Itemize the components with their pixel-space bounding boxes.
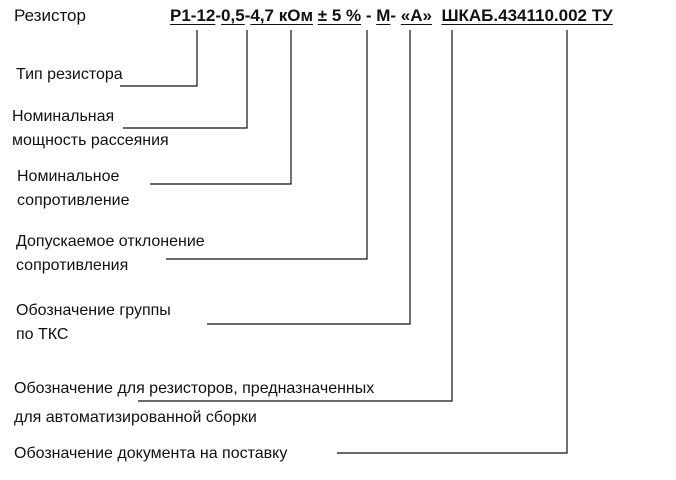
code-separator: - [244,6,251,25]
callout-tcr-group: Обозначение группы по ТКС [16,299,171,347]
callout-document: Обозначение документа на поставку [14,442,287,466]
callout-line: Допускаемое отклонение [16,233,205,250]
callout-line: сопротивление [17,192,130,209]
code-segment-document: ШКАБ.434110.002 ТУ [441,6,613,25]
resistor-designation-code: Р1-12-0,5-4,7 кОм ± 5 % - М- «А» ШКАБ.43… [170,6,613,26]
callout-line: мощность рассеяния [12,132,169,149]
callout-assembly: Обозначение для резисторов, предназначен… [14,374,374,432]
callout-line: Обозначение группы [16,302,171,319]
connector-type [120,30,198,87]
callout-line: Номинальная [12,108,115,125]
callout-power: Номинальная мощность рассеяния [12,105,169,153]
code-separator: - [390,6,401,25]
code-segment-power: 0,5 [221,6,245,25]
diagram-title: Резистор [14,6,86,25]
code-segment-assembly: «А» [400,6,432,25]
callout-line: для автоматизированной сборки [14,409,257,426]
callout-type: Тип резистора [16,63,123,87]
callout-line: Обозначение для резисторов, предназначен… [14,380,375,397]
code-segment-tolerance: ± 5 % [317,6,362,25]
code-separator: - [215,6,222,25]
connector-tcr-group [207,30,411,325]
callout-line: Обозначение документа на поставку [14,445,288,462]
callout-line: Номинальное [17,168,120,185]
connector-tolerance [166,30,368,260]
code-separator: - [361,6,377,25]
connector-resistance [150,30,292,185]
connector-assembly [138,30,453,402]
callout-line: Тип резистора [16,66,123,83]
code-segment-resistance: 4,7 кОм [250,6,314,25]
callout-line: сопротивления [16,257,129,274]
callout-line: по ТКС [16,326,69,343]
code-segment-tcr-group: М [376,6,391,25]
callout-tolerance: Допускаемое отклонение сопротивления [16,230,205,278]
code-segment-type: Р1-12 [170,6,216,25]
callout-resistance: Номинальное сопротивление [17,165,130,213]
